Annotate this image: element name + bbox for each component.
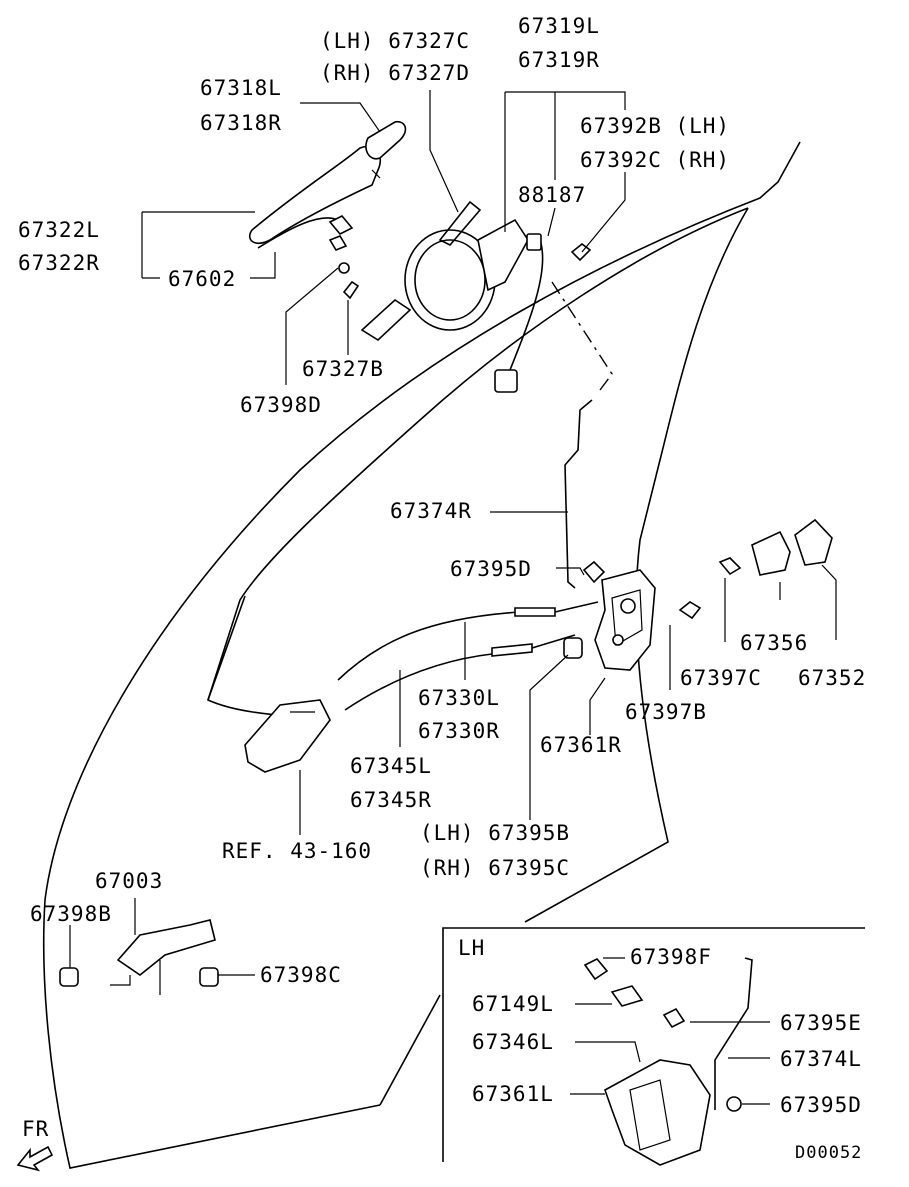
front-direction-arrow <box>16 1145 54 1172</box>
label-67319l: 67319L <box>518 14 600 38</box>
door-outline <box>42 141 801 1169</box>
cylinder-gasket <box>438 200 482 246</box>
lh-inset-panel <box>442 927 865 1166</box>
label-88187: 88187 <box>518 183 586 207</box>
dashed-link <box>551 281 613 391</box>
label-67398f: 67398F <box>630 945 712 969</box>
label-67345r: 67345R <box>350 788 432 812</box>
lock-rod-r <box>564 399 593 589</box>
label-67330l: 67330L <box>418 686 500 710</box>
door-lock-actuator-r <box>582 560 656 671</box>
label-fr: FR <box>22 1117 49 1141</box>
label-67392b: 67392B (LH) <box>580 114 730 138</box>
label-67352: 67352 <box>798 666 866 690</box>
inside-handle <box>244 699 331 773</box>
label-67003: 67003 <box>95 869 163 893</box>
small-clip <box>338 242 592 300</box>
label-67361r: 67361R <box>540 733 622 757</box>
label-67330r: 67330R <box>418 719 500 743</box>
handle-frame <box>360 218 529 342</box>
grommet-67395b <box>563 637 583 659</box>
label-67318l: 67318L <box>200 76 282 100</box>
label-67395b: (LH) 67395B <box>420 821 570 845</box>
label-67361l: 67361L <box>472 1082 554 1106</box>
label-67318r: 67318R <box>200 111 282 135</box>
label-67374r: 67374R <box>390 499 472 523</box>
label-67395d-inset: 67395D <box>780 1093 862 1117</box>
label-67327b: 67327B <box>302 357 384 381</box>
striker-parts <box>678 518 833 620</box>
cables <box>337 601 599 711</box>
handle-rod <box>257 215 354 251</box>
label-67392c: 67392C (RH) <box>580 148 730 172</box>
label-67322l: 67322L <box>18 218 100 242</box>
door-check <box>59 919 219 987</box>
diagram-code: D00052 <box>795 1143 862 1163</box>
leader-lines <box>69 90 837 995</box>
label-67327d: (RH) 67327D <box>320 61 470 85</box>
label-67322r: 67322R <box>18 251 100 275</box>
label-67397c: 67397C <box>680 666 762 690</box>
label-67398c: 67398C <box>260 963 342 987</box>
label-67346l: 67346L <box>472 1030 554 1054</box>
label-67398b: 67398B <box>30 902 112 926</box>
label-67374l: 67374L <box>780 1047 862 1071</box>
label-ref-43-160: REF. 43-160 <box>222 839 372 863</box>
label-67345l: 67345L <box>350 754 432 778</box>
label-67398d: 67398D <box>240 393 322 417</box>
label-67602: 67602 <box>168 267 236 291</box>
wire-harness <box>494 233 544 393</box>
label-67395e: 67395E <box>780 1011 862 1035</box>
outside-handle <box>248 120 407 245</box>
label-67327c: (LH) 67327C <box>320 29 470 53</box>
label-lh: LH <box>458 936 485 960</box>
label-67397b: 67397B <box>625 700 707 724</box>
label-67319r: 67319R <box>518 48 600 72</box>
label-67149l: 67149L <box>472 992 554 1016</box>
label-67395d-top: 67395D <box>450 557 532 581</box>
label-67395c: (RH) 67395C <box>420 856 570 880</box>
label-67356: 67356 <box>740 631 808 655</box>
